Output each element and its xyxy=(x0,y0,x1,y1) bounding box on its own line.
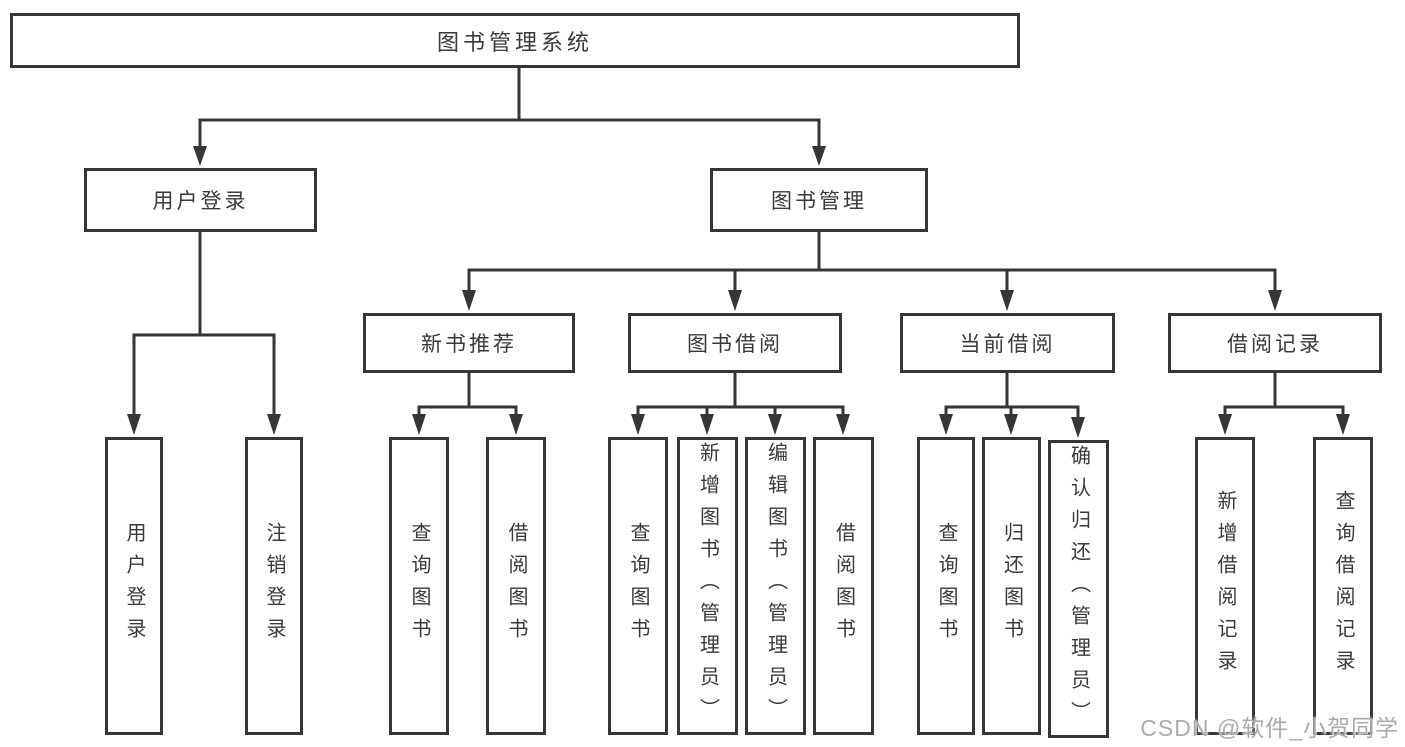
arrowhead xyxy=(728,290,742,311)
leaf-recommend-borrow-books: 借阅图书 xyxy=(486,437,546,735)
arrowhead xyxy=(1004,414,1018,435)
leaf-borrow-query-books-label: 查询图书 xyxy=(627,522,649,650)
leaf-borrow-edit-books-admin: 编辑图书（管理员） xyxy=(745,437,806,735)
connector-book-management-to-level3 xyxy=(462,230,1282,311)
arrowhead xyxy=(509,414,523,435)
node-new-book-recommend-label: 新书推荐 xyxy=(421,333,517,356)
arrowhead xyxy=(1000,290,1014,311)
node-new-book-recommend: 新书推荐 xyxy=(363,313,575,373)
leaf-logout-label: 注销登录 xyxy=(263,522,285,650)
arrowhead xyxy=(939,414,953,435)
node-book-borrow: 图书借阅 xyxy=(628,313,842,373)
leaf-borrow-edit-books-admin-label: 编辑图书（管理员） xyxy=(764,442,787,730)
arrowhead xyxy=(631,414,645,435)
arrowhead xyxy=(1268,290,1282,311)
leaf-current-return-books: 归还图书 xyxy=(982,437,1041,735)
node-root: 图书管理系统 xyxy=(10,13,1020,68)
leaf-records-query-record-label: 查询借阅记录 xyxy=(1332,490,1354,682)
node-user-login: 用户登录 xyxy=(84,168,317,232)
node-book-borrow-label: 图书借阅 xyxy=(687,333,783,356)
arrowhead xyxy=(462,290,476,311)
node-current-borrow: 当前借阅 xyxy=(900,313,1115,373)
arrowhead xyxy=(768,414,782,435)
connector-root-to-level2 xyxy=(193,66,826,166)
leaf-current-confirm-return-admin: 确认归还（管理员） xyxy=(1048,440,1109,738)
leaf-recommend-borrow-books-label: 借阅图书 xyxy=(505,522,527,650)
arrowhead xyxy=(836,414,850,435)
arrowhead xyxy=(267,414,281,435)
leaf-current-query-books-label: 查询图书 xyxy=(935,522,957,650)
leaf-borrow-add-books-admin: 新增图书（管理员） xyxy=(677,437,738,735)
leaf-recommend-query-books-label: 查询图书 xyxy=(408,522,430,650)
leaf-records-add-record-label: 新增借阅记录 xyxy=(1214,490,1236,682)
leaf-records-add-record: 新增借阅记录 xyxy=(1195,437,1255,735)
leaf-borrow-borrow-books: 借阅图书 xyxy=(813,437,874,735)
leaf-current-return-books-label: 归还图书 xyxy=(1000,522,1023,650)
connector-current-borrow-to-leaves xyxy=(939,371,1085,438)
node-user-login-label: 用户登录 xyxy=(152,190,249,213)
arrowhead xyxy=(1336,414,1350,435)
connector-new-book-recommend-to-leaves xyxy=(412,371,523,435)
arrowhead xyxy=(193,146,207,166)
connector-borrow-records-to-leaves xyxy=(1218,371,1350,435)
leaf-borrow-borrow-books-label: 借阅图书 xyxy=(832,522,855,650)
leaf-user-login: 用户登录 xyxy=(105,437,163,735)
node-current-borrow-label: 当前借阅 xyxy=(959,333,1056,356)
node-borrow-records: 借阅记录 xyxy=(1168,313,1382,373)
connector-user-login-to-leaves xyxy=(127,230,281,435)
arrowhead xyxy=(1071,417,1085,438)
arrowhead xyxy=(700,414,714,435)
leaf-recommend-query-books: 查询图书 xyxy=(389,437,449,735)
leaf-logout: 注销登录 xyxy=(245,437,303,735)
node-root-label: 图书管理系统 xyxy=(436,29,593,55)
arrowhead xyxy=(412,414,426,435)
connector-book-borrow-to-leaves xyxy=(631,371,850,435)
arrowhead xyxy=(812,146,826,166)
leaf-borrow-add-books-admin-label: 新增图书（管理员） xyxy=(696,442,719,730)
node-book-management-label: 图书管理 xyxy=(771,190,867,213)
leaf-borrow-query-books: 查询图书 xyxy=(608,437,668,735)
node-book-management: 图书管理 xyxy=(710,168,928,232)
node-borrow-records-label: 借阅记录 xyxy=(1227,333,1323,356)
watermark: CSDN @软件_小贺同学 xyxy=(1140,715,1399,741)
arrowhead xyxy=(127,414,141,435)
leaf-records-query-record: 查询借阅记录 xyxy=(1313,437,1373,735)
leaf-current-query-books: 查询图书 xyxy=(917,437,975,735)
leaf-current-confirm-return-admin-label: 确认归还（管理员） xyxy=(1067,445,1090,733)
arrowhead xyxy=(1218,414,1232,435)
leaf-user-login-label: 用户登录 xyxy=(123,522,145,650)
